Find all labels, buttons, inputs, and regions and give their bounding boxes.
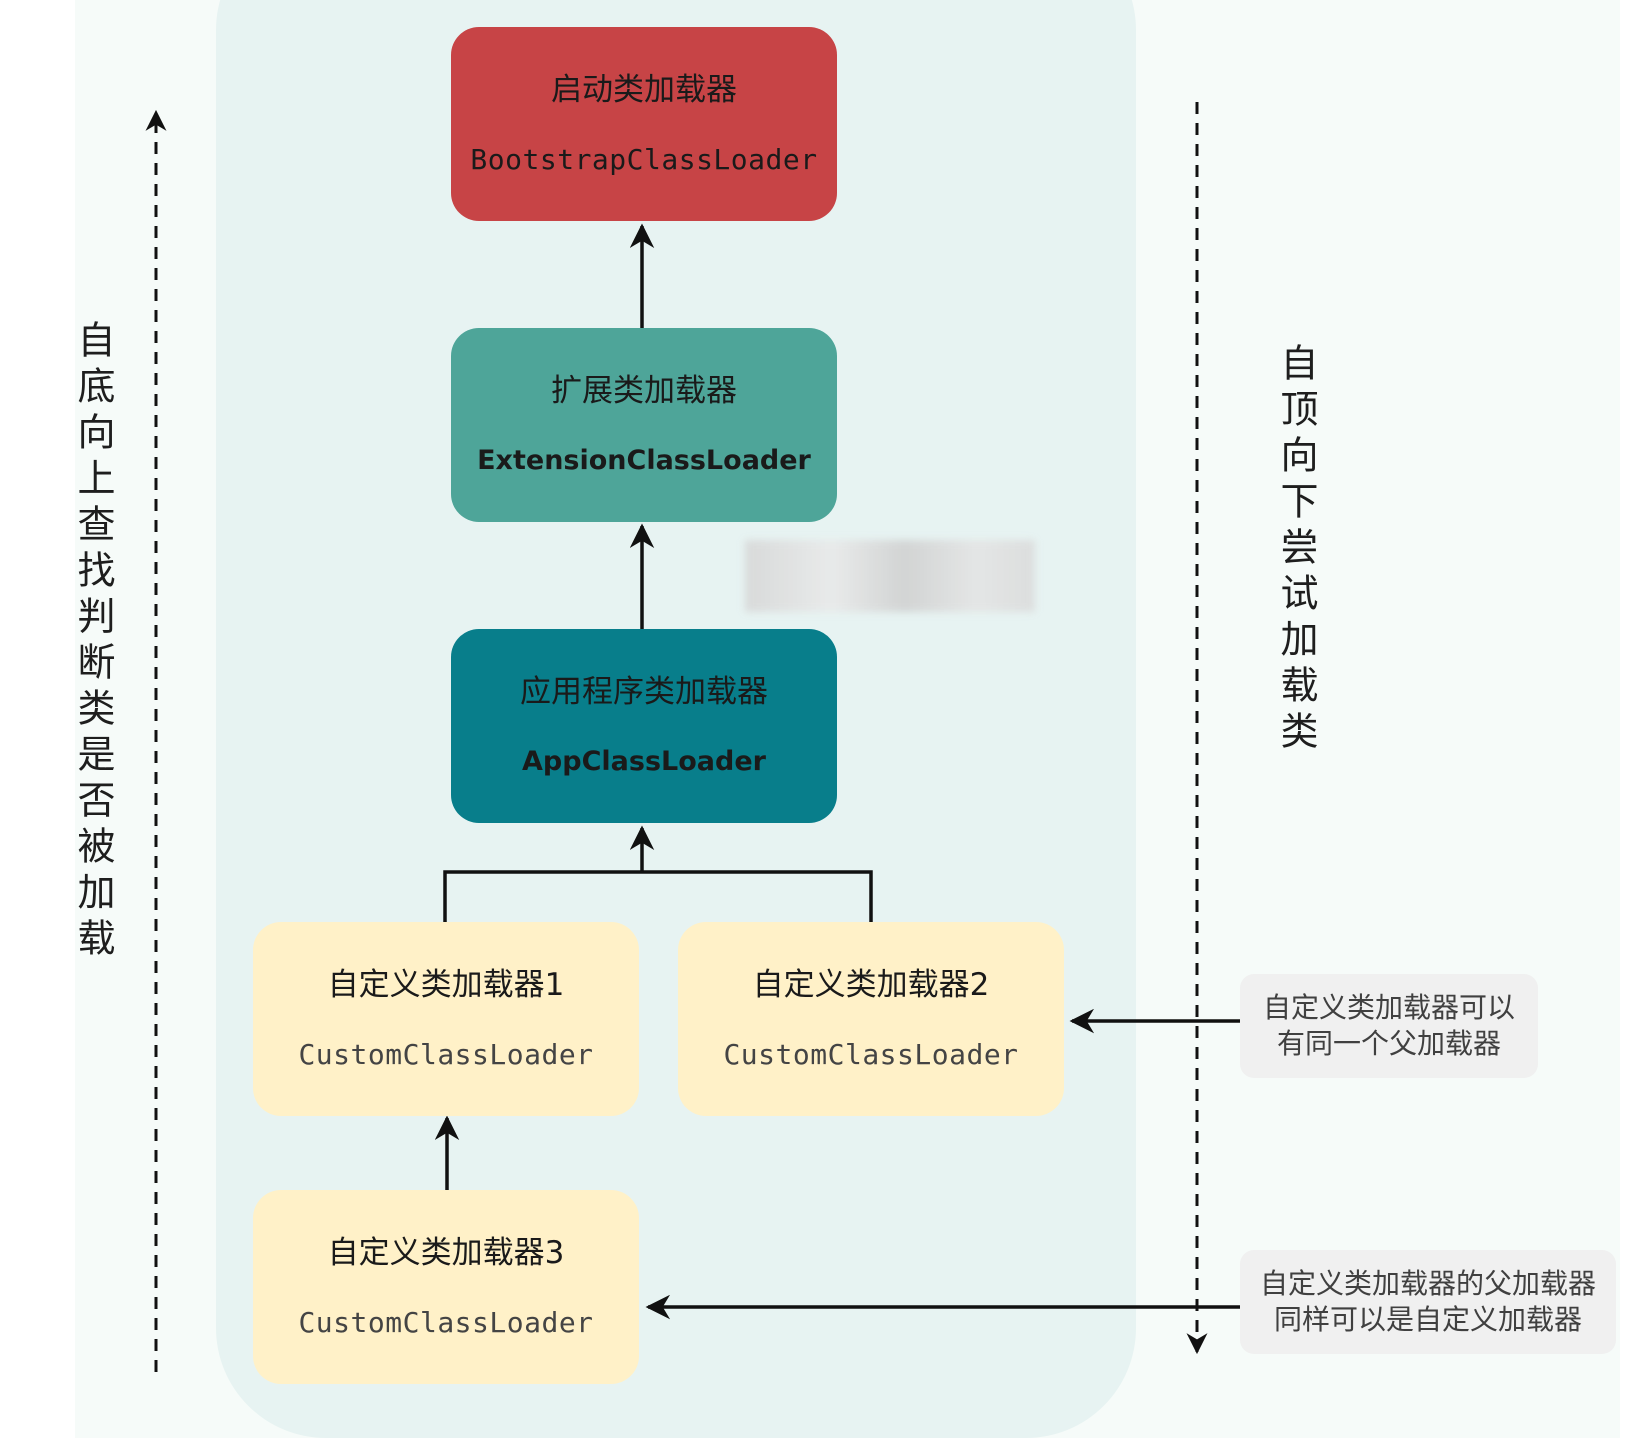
bootstrap-en-label: BootstrapClassLoader (470, 143, 818, 176)
custom1-cn-label: 自定义类加载器1 (327, 967, 565, 1003)
left-side-label: 自底向上查找判断类是否被加载 (71, 320, 115, 964)
custom2-en-label: CustomClassLoader (723, 1038, 1019, 1071)
note-custom-parent: 自定义类加载器的父加载器 同样可以是自定义加载器 (1240, 1250, 1616, 1354)
note1-line2: 有同一个父加载器 (1276, 1027, 1501, 1060)
note2-line2: 同样可以是自定义加载器 (1273, 1303, 1582, 1336)
custom-loader-2-node: 自定义类加载器2 CustomClassLoader (678, 922, 1064, 1116)
note-same-parent: 自定义类加载器可以 有同一个父加载器 (1240, 974, 1538, 1078)
app-en-label: AppClassLoader (522, 746, 766, 777)
extension-cn-label: 扩展类加载器 (551, 373, 737, 409)
blurred-watermark (745, 540, 1035, 612)
right-side-label: 自顶向下尝试加载类 (1274, 343, 1318, 757)
app-cn-label: 应用程序类加载器 (520, 674, 768, 710)
custom3-cn-label: 自定义类加载器3 (327, 1235, 565, 1271)
note2-line1: 自定义类加载器的父加载器 (1259, 1267, 1596, 1300)
bracket-custom1-custom2 (443, 870, 873, 922)
custom2-cn-label: 自定义类加载器2 (752, 967, 990, 1003)
custom1-en-label: CustomClassLoader (298, 1038, 594, 1071)
extension-en-label: ExtensionClassLoader (477, 445, 811, 476)
extension-loader-node: 扩展类加载器 ExtensionClassLoader (451, 328, 837, 522)
custom3-en-label: CustomClassLoader (298, 1306, 594, 1339)
custom-loader-1-node: 自定义类加载器1 CustomClassLoader (253, 922, 639, 1116)
app-loader-node: 应用程序类加载器 AppClassLoader (451, 629, 837, 823)
bootstrap-cn-label: 启动类加载器 (551, 72, 737, 108)
bootstrap-loader-node: 启动类加载器 BootstrapClassLoader (451, 27, 837, 221)
custom-loader-3-node: 自定义类加载器3 CustomClassLoader (253, 1190, 639, 1384)
note1-line1: 自定义类加载器可以 (1262, 991, 1515, 1024)
